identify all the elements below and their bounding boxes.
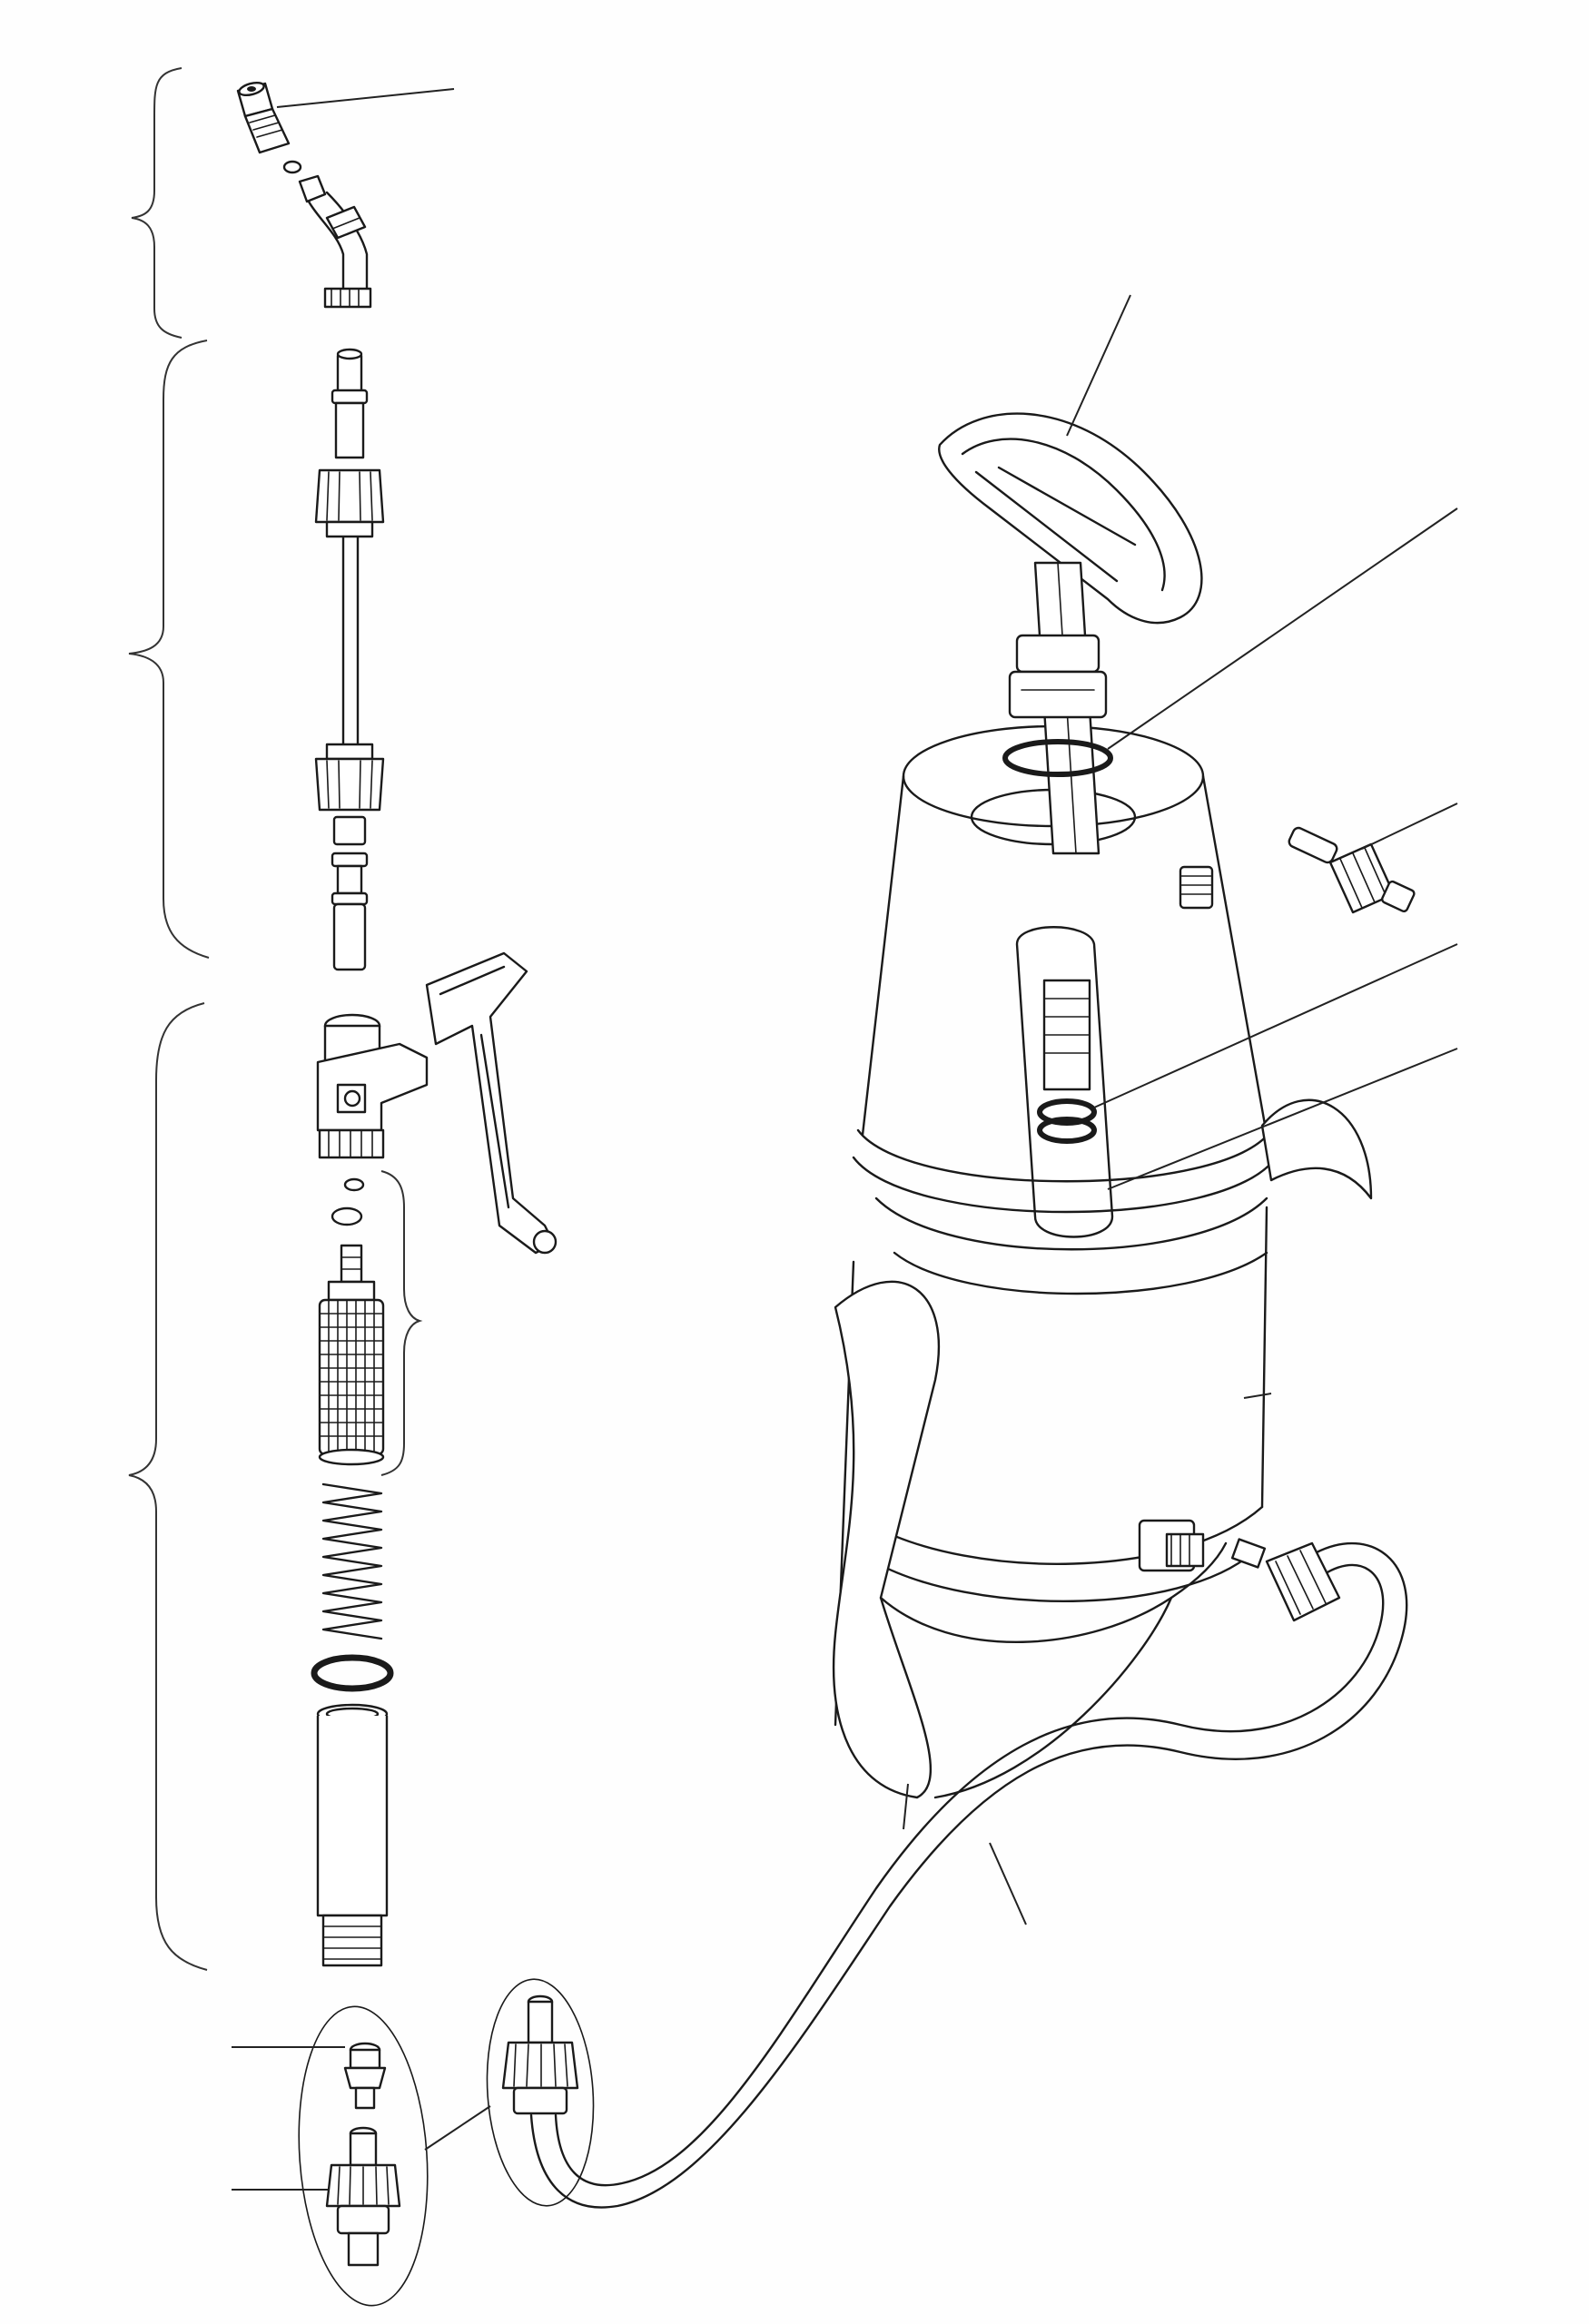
leader-hose: [989, 1842, 1027, 1925]
valve-spring: [321, 1482, 383, 1640]
spray-hose: [529, 1541, 1408, 2209]
nozzle-tip: [236, 81, 291, 154]
leader-oval-link: [424, 2105, 491, 2151]
brace-lance-group: [131, 67, 183, 339]
filter-cartridge: [318, 1244, 385, 1466]
leader-handle: [1066, 294, 1131, 437]
handle-o-ring: [311, 1654, 394, 1692]
brace-handle-group: [128, 1002, 208, 1971]
leader-seal: [1107, 507, 1458, 750]
pump-piston-seal: [1037, 979, 1097, 1144]
leader-nozzle: [276, 88, 455, 108]
wand-coupling-nut-upper: [314, 468, 385, 538]
brace-wand-group: [128, 340, 210, 959]
detail-oval-right: [486, 1978, 595, 2207]
brace-filter-group: [380, 1170, 423, 1476]
filter-o-rings: [331, 1177, 365, 1226]
pressure-relief-valve: [1179, 865, 1214, 910]
detail-oval-left: [298, 2005, 429, 2307]
trigger-lever: [425, 951, 558, 1255]
leader-relief: [1361, 803, 1458, 850]
trigger-valve-body: [316, 1013, 429, 1159]
hose-end-fitting: [501, 1994, 579, 2115]
leader-piston: [1093, 943, 1458, 1108]
hose-connector-insert: [343, 2042, 387, 2110]
nozzle-o-ring: [282, 160, 302, 174]
pump-handle: [938, 412, 1203, 855]
curved-lance-tube: [298, 174, 372, 309]
extension-wand: [331, 348, 369, 971]
hose-connector-nut: [325, 2126, 401, 2267]
tank-base: [832, 1280, 1228, 1799]
handle-grip-tube: [316, 1703, 389, 1967]
leader-window: [1107, 1048, 1458, 1190]
tank-hose-outlet: [1138, 1519, 1205, 1572]
tank-hose-connector: [1230, 1538, 1341, 1622]
leader-body: [1243, 1393, 1272, 1399]
pressure-relief-valve-part: [1288, 826, 1416, 914]
wand-coupling-nut-lower: [314, 743, 385, 812]
pump-seal-ring: [1002, 739, 1113, 777]
leader-base: [903, 1783, 909, 1830]
